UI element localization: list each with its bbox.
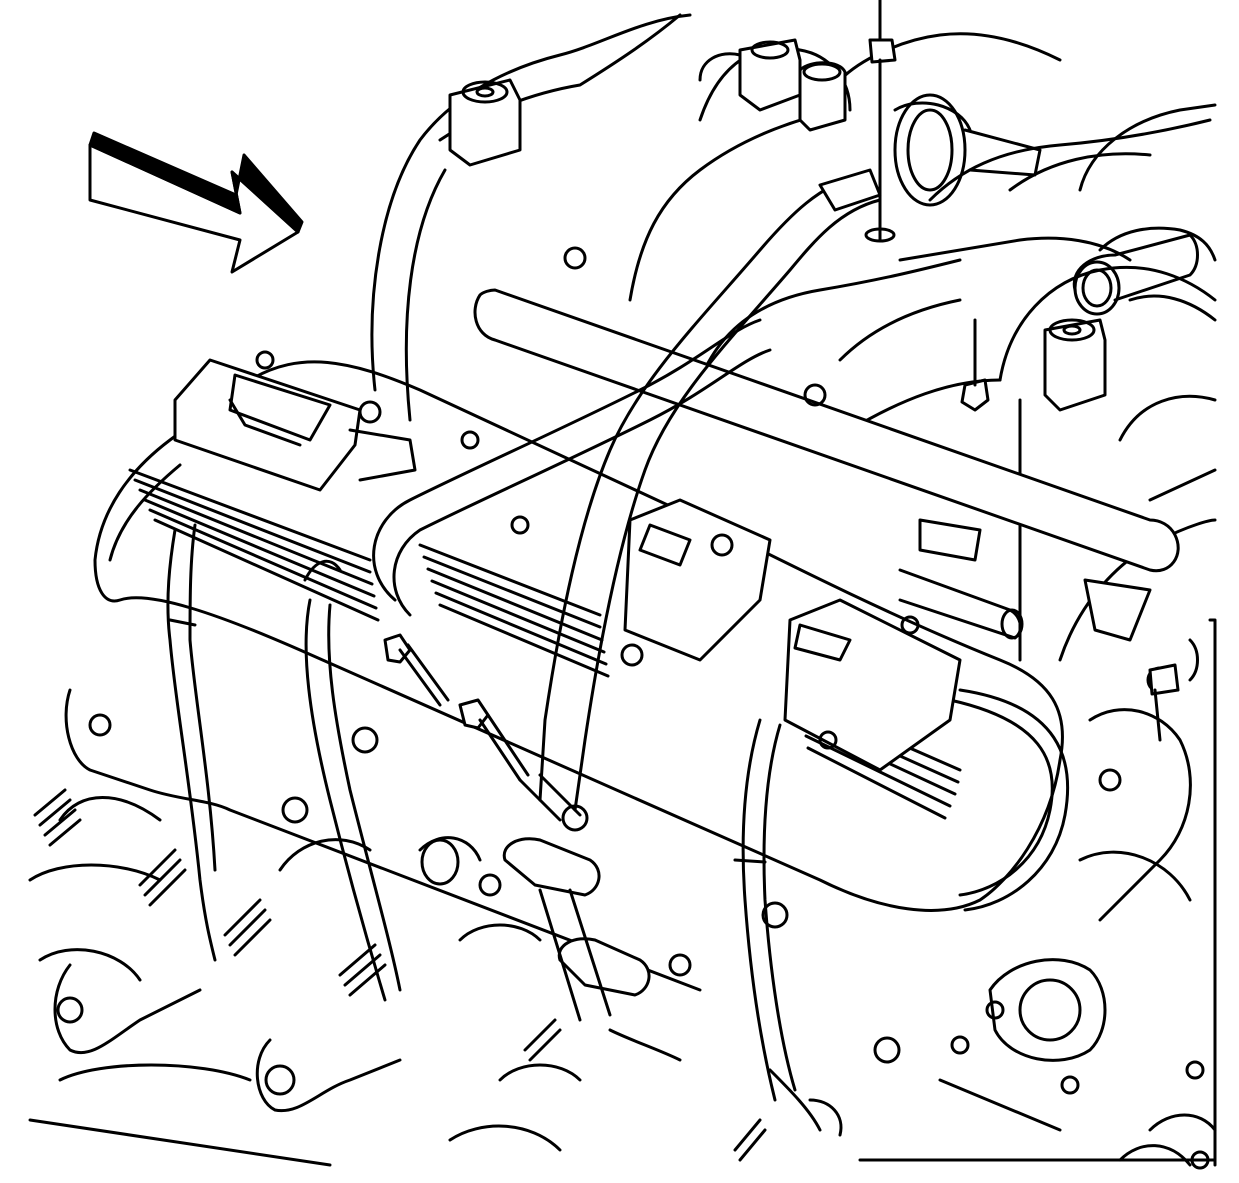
- exhaust-manifold: [28, 688, 702, 1167]
- fuel-rail: [473, 288, 1180, 640]
- spark-plugs: [33, 788, 767, 1162]
- engine-block: [858, 618, 1217, 1170]
- mounting-bolts: [383, 0, 990, 782]
- vacuum-hose: [372, 318, 772, 617]
- egr-tube-bracket: [502, 773, 682, 1062]
- valve-cover: [93, 360, 1070, 912]
- ignition-coil-module: [173, 358, 962, 772]
- view-direction-arrow-icon: [88, 131, 304, 274]
- sensor-connectors: [918, 518, 1180, 742]
- throttle-body: [893, 93, 1199, 316]
- manifold-bosses: [448, 38, 1107, 412]
